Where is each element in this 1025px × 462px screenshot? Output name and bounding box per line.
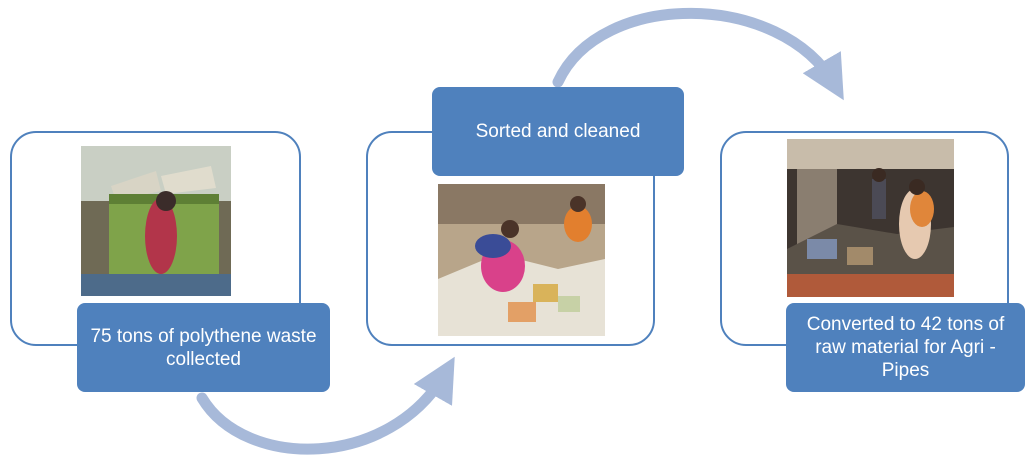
curved-arrow-top (552, 7, 844, 101)
waste-collection-bins-photo (81, 146, 231, 296)
curved-arrow-bottom (196, 356, 455, 455)
step-1-label: 75 tons of polythene waste collected (77, 303, 330, 392)
step-2-label: Sorted and cleaned (432, 87, 684, 176)
processing-facility-photo (787, 139, 954, 297)
step-3-label: Converted to 42 tons of raw material for… (786, 303, 1025, 392)
sorting-waste-photo (438, 184, 605, 336)
